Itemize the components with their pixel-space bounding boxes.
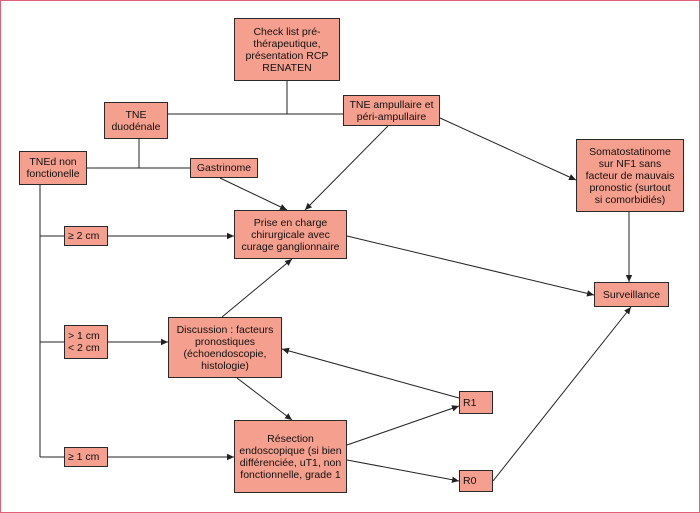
edge-ampullaire-prise [304, 125, 389, 211]
node-r1: R1 [459, 391, 493, 414]
edge-r1-discussion [281, 347, 460, 399]
node-tne-duodenale: TNE duodénale [104, 102, 168, 139]
edge-r0-surveillance [492, 306, 632, 482]
node-somatostatinome: Somatostatinome sur NF1 sans facteur de … [576, 139, 684, 212]
edge-ampullaire-somatostatinome [439, 117, 577, 181]
edge-discussion-resection [236, 377, 293, 421]
edge-discussion-prise [221, 258, 293, 318]
node-gastrinome: Gastrinome [190, 158, 258, 178]
node-discussion: Discussion : facteurs pronostiques (écho… [168, 317, 282, 378]
edge-resection-r0 [346, 459, 460, 483]
node-resection: Résection endoscopique (si bien différen… [234, 420, 347, 493]
node-checklist: Check list pré- thérapeutique, présentat… [234, 18, 340, 81]
node-size-1-2: > 1 cm < 2 cm [64, 325, 108, 359]
edge-prise-surveillance [346, 235, 595, 297]
node-r0: R0 [459, 470, 493, 492]
node-prise-en-charge: Prise en charge chirurgicale avec curage… [234, 210, 347, 259]
node-tne-ampullaire: TNE ampullaire et péri-ampullaire [343, 95, 440, 126]
node-size-ge1: ≥ 1 cm [64, 447, 108, 467]
node-size-ge2: ≥ 2 cm [64, 226, 108, 246]
node-tned-non-fonctionnelle: TNEd non fonctionelle [19, 151, 87, 185]
edge-resection-r1 [346, 405, 460, 446]
edge-gastrinome-prise [219, 177, 288, 211]
node-surveillance: Surveillance [594, 282, 669, 307]
